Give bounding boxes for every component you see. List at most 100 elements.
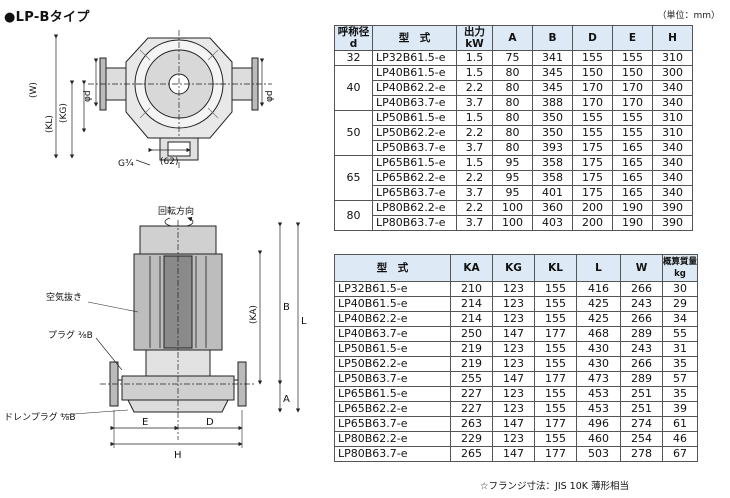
value-cell: 155 [572, 50, 613, 66]
model-cell: LP50B61.5-e [334, 341, 451, 357]
model-cell: LP80B63.7-e [334, 446, 451, 462]
value-cell: 155 [572, 110, 613, 126]
value-cell: 170 [572, 80, 613, 96]
value-cell: 34 [661, 311, 699, 327]
model-cell: LP65B62.2-e [372, 170, 457, 186]
value-cell: 243 [620, 341, 663, 357]
unit-note: （単位：mm） [657, 11, 720, 21]
value-cell: 496 [576, 416, 621, 432]
value-cell: 430 [576, 356, 621, 372]
model-cell: LP65B63.7-e [372, 185, 457, 201]
dim-l-label: L [301, 316, 307, 327]
value-cell: 80 [492, 125, 533, 141]
table2-header-1: KA [450, 254, 493, 282]
model-cell: LP40B63.7-e [372, 95, 457, 111]
dim-e-label: E [142, 417, 148, 428]
model-cell: LP80B62.2-e [334, 431, 451, 447]
value-cell: 31 [661, 341, 699, 357]
plug-label: プラグ ⅜B [48, 329, 93, 341]
value-cell: 123 [492, 341, 535, 357]
value-cell: 75 [492, 50, 533, 66]
dim-h-label: H [174, 450, 182, 461]
value-cell: 2.2 [456, 125, 493, 141]
table2-header-2: KG [492, 254, 535, 282]
value-cell: 278 [620, 446, 663, 462]
value-cell: 165 [612, 170, 653, 186]
nominal-diameter-cell: 40 [334, 65, 373, 111]
value-cell: 401 [532, 185, 573, 201]
table1-header-1: 型 式 [372, 25, 457, 51]
dim-kl-label: (KL) [45, 115, 55, 133]
value-cell: 453 [576, 401, 621, 417]
nominal-diameter-cell: 80 [334, 200, 373, 231]
value-cell: 29 [661, 296, 699, 312]
value-cell: 266 [620, 356, 663, 372]
value-cell: 266 [620, 281, 663, 297]
value-cell: 503 [576, 446, 621, 462]
table2-header-5: W [620, 254, 663, 282]
value-cell: 95 [492, 170, 533, 186]
value-cell: 341 [532, 50, 573, 66]
value-cell: 123 [492, 401, 535, 417]
value-cell: 468 [576, 326, 621, 342]
dim-d-label: D [206, 417, 214, 428]
value-cell: 390 [652, 200, 693, 216]
g34-label: G¾ [118, 159, 134, 169]
value-cell: 123 [492, 281, 535, 297]
side-view [59, 216, 301, 448]
model-cell: LP40B61.5-e [334, 296, 451, 312]
value-cell: 214 [450, 311, 493, 327]
value-cell: 3.7 [456, 95, 493, 111]
value-cell: 123 [492, 311, 535, 327]
value-cell: 155 [534, 386, 577, 402]
value-cell: 289 [620, 326, 663, 342]
value-cell: 219 [450, 341, 493, 357]
value-cell: 57 [661, 371, 699, 387]
table1-header-5: D [572, 25, 613, 51]
dim-phid-left-label: φd [83, 90, 93, 102]
model-cell: LP50B62.2-e [334, 356, 451, 372]
value-cell: 155 [534, 311, 577, 327]
nominal-diameter-cell: 32 [334, 50, 373, 66]
table2-header-0: 型 式 [334, 254, 451, 282]
value-cell: 190 [612, 215, 653, 231]
table1-header-3: A [492, 25, 533, 51]
model-cell: LP40B63.7-e [334, 326, 451, 342]
value-cell: 155 [534, 431, 577, 447]
value-cell: 210 [450, 281, 493, 297]
table1-header-4: B [532, 25, 573, 51]
value-cell: 35 [661, 356, 699, 372]
page-title: ●LP-Bタイプ [4, 10, 90, 25]
value-cell: 340 [652, 95, 693, 111]
value-cell: 340 [652, 155, 693, 171]
dim-a-label: A [283, 394, 290, 405]
value-cell: 3.7 [456, 185, 493, 201]
value-cell: 255 [450, 371, 493, 387]
dim-kg-label: (KG) [59, 103, 69, 123]
dim-b-label: B [283, 302, 290, 313]
dim-62-label: (62) [160, 157, 178, 167]
value-cell: 123 [492, 431, 535, 447]
value-cell: 150 [572, 65, 613, 81]
value-cell: 358 [532, 155, 573, 171]
value-cell: 155 [612, 110, 653, 126]
dim-w-label: (W) [29, 82, 39, 98]
value-cell: 147 [492, 416, 535, 432]
value-cell: 1.5 [456, 110, 493, 126]
